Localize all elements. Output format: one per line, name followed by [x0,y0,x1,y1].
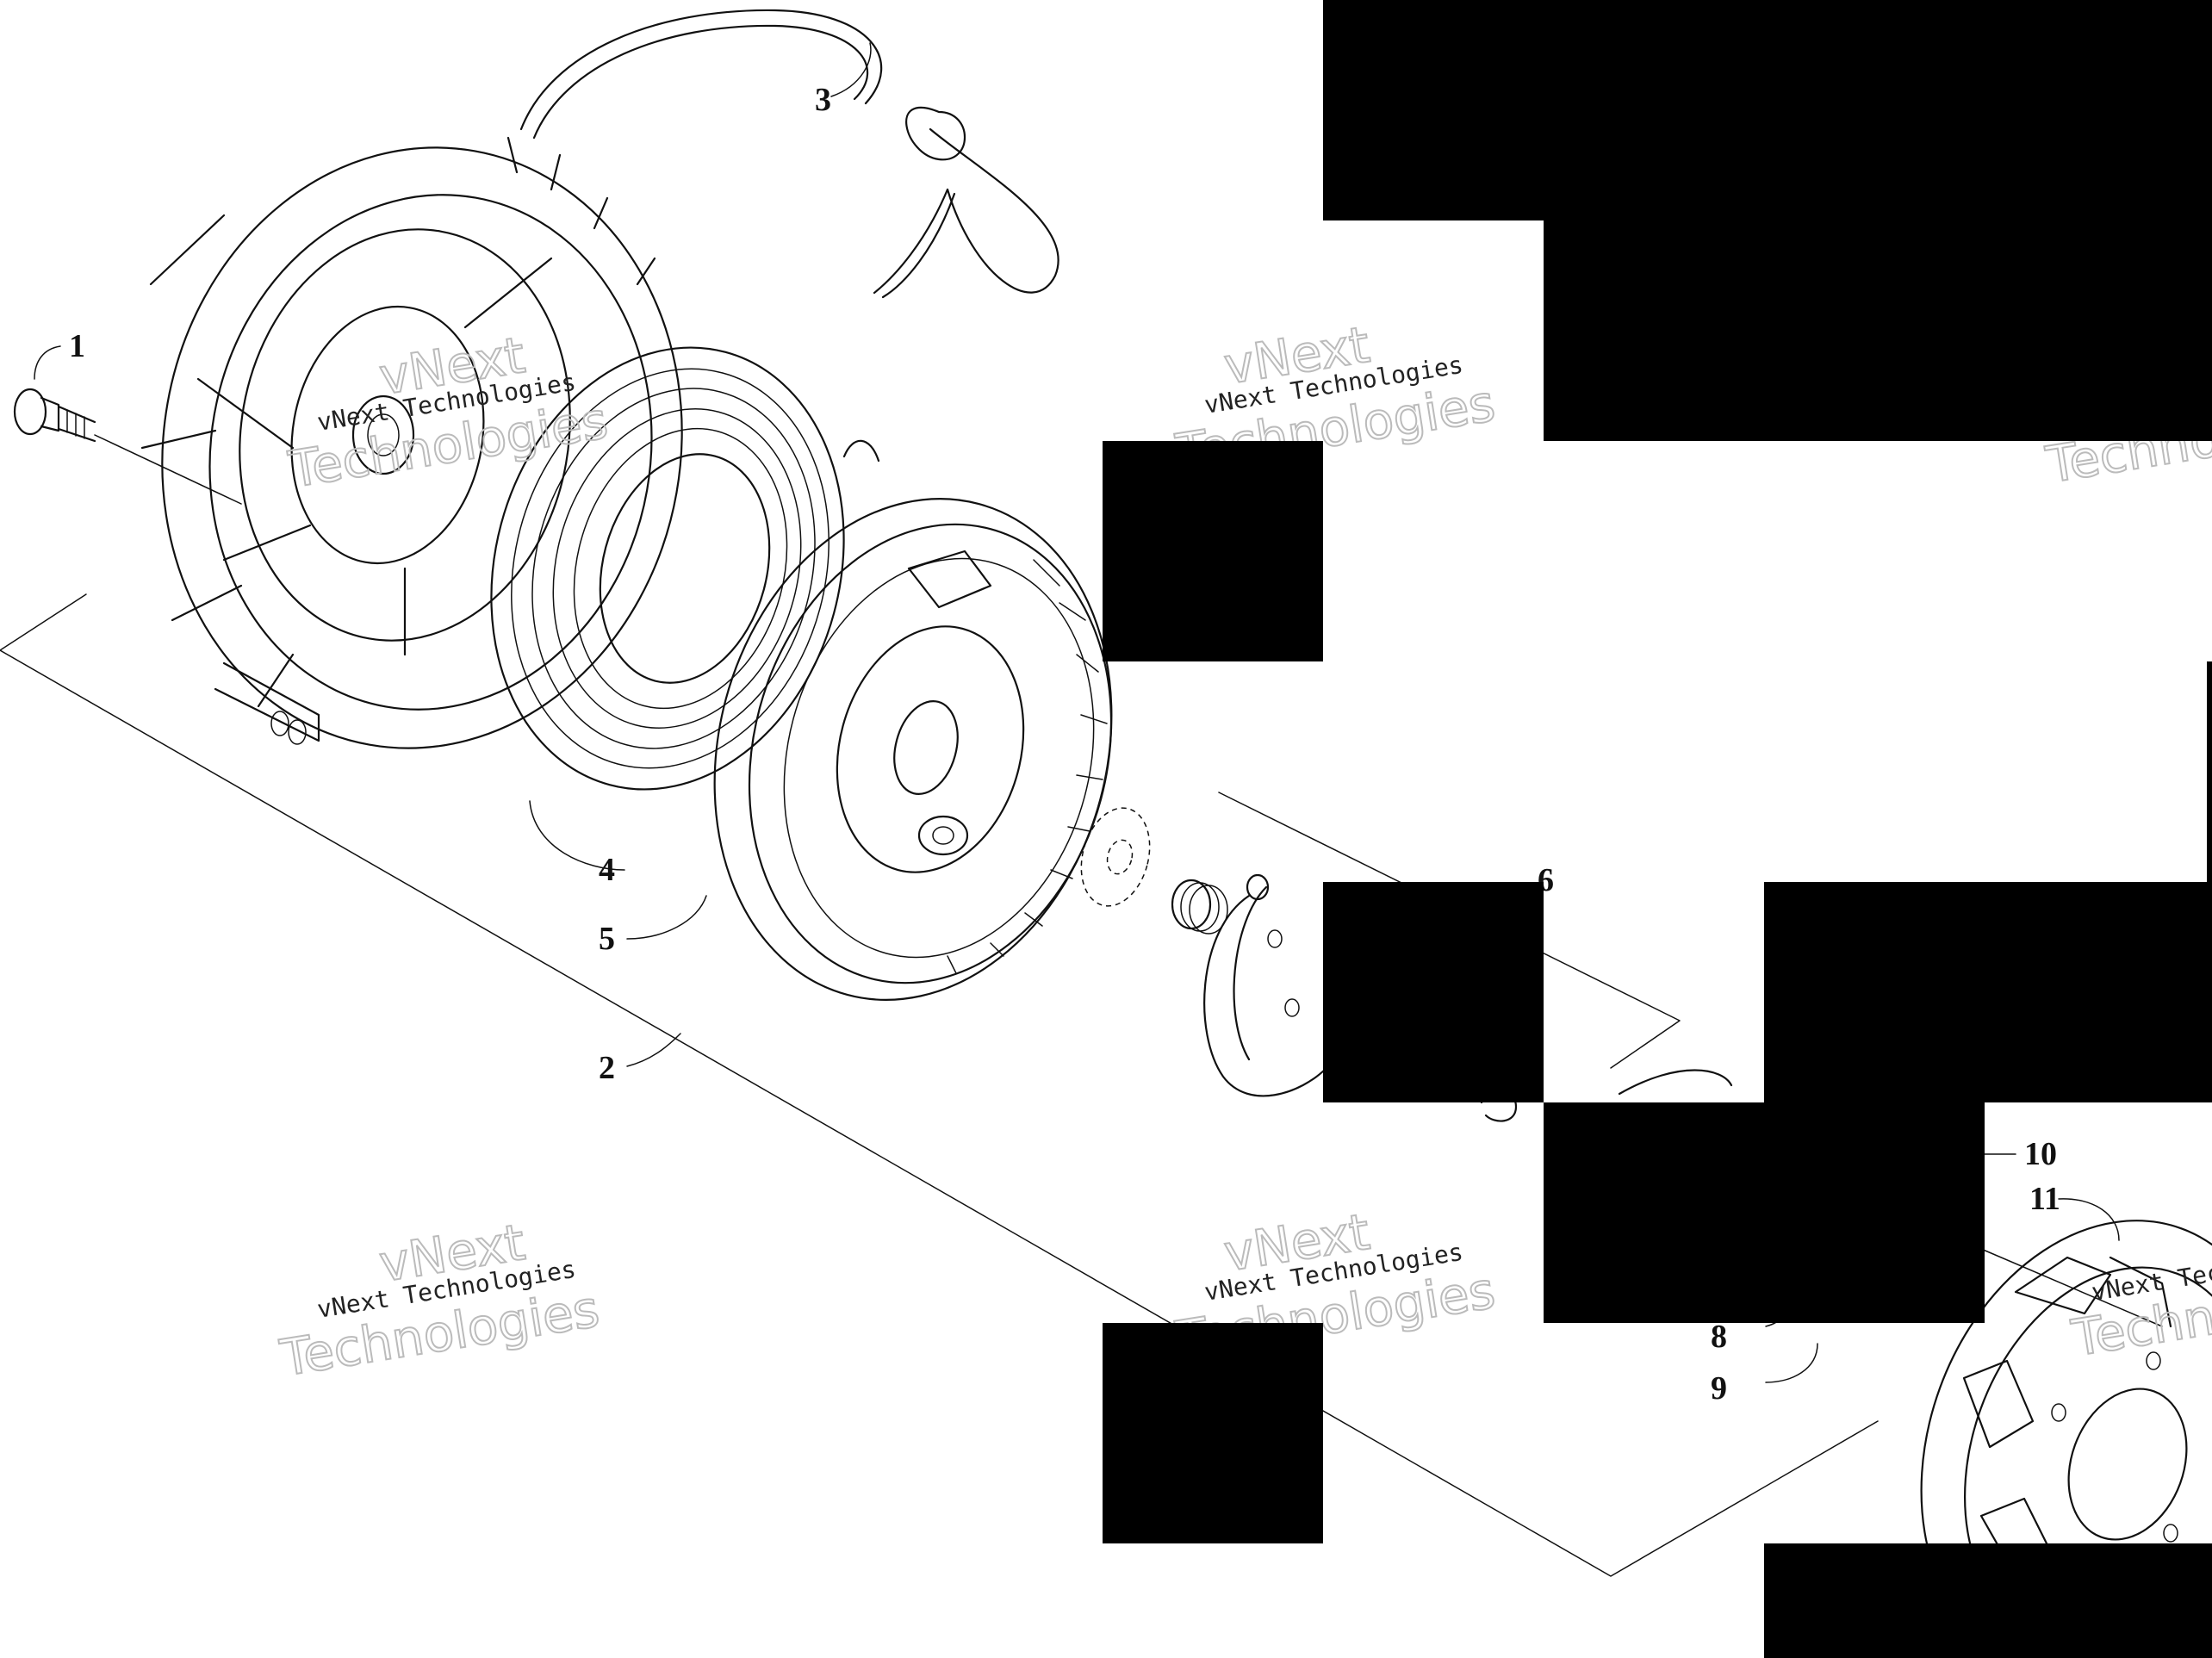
watermark-4: vNext vNext Technologies Technologies [276,1212,605,1388]
callout-1: 1 [69,328,85,364]
watermark-1: vNext vNext Technologies Technologies [283,325,612,500]
callout-9: 9 [1711,1370,1727,1407]
callout-11: 11 [2029,1181,2060,1217]
coil-spring [1171,879,1228,935]
bolt [13,388,242,505]
starter-housing [140,136,683,749]
callout-5: 5 [599,921,615,957]
rope-pulley [713,498,1113,1001]
rewind-spring [490,346,880,791]
assembly-bracket [0,593,1879,1577]
redaction-blocks [1103,0,2212,1658]
leader-lines [34,42,2120,1383]
ratchet-plate [1203,873,1328,1097]
callout-10: 10 [2024,1136,2057,1172]
watermark-6: vNext Technologies Technologies [2066,1238,2212,1369]
starter-rope [519,9,1059,299]
washer [1080,807,1151,907]
callout-3: 3 [815,82,831,118]
callout-2: 2 [599,1050,615,1086]
callout-8: 8 [1711,1319,1727,1355]
callout-4: 4 [599,852,615,888]
